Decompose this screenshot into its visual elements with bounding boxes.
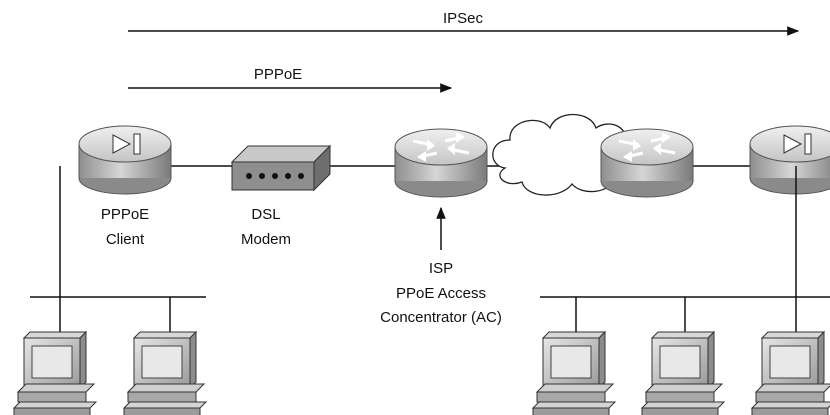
pppoe-client-device[interactable]	[78, 125, 172, 195]
dsl-modem-icon[interactable]	[230, 144, 332, 192]
vpn-concentrator-icon	[783, 133, 812, 155]
workstation-icon[interactable]	[751, 331, 830, 415]
client-label-line1: PPPoE	[101, 206, 149, 223]
router-icon	[618, 132, 676, 162]
modem-label-line2: Modem	[241, 231, 291, 248]
modem-label-line1: DSL	[251, 206, 280, 223]
client-label-line2: Client	[106, 231, 145, 248]
workstation-icon[interactable]	[13, 331, 97, 415]
pppoe-label: PPPoE	[254, 66, 302, 83]
isp-label-line1: ISP	[429, 260, 453, 277]
isp-router-device[interactable]	[394, 128, 488, 198]
isp-label-line3: Concentrator (AC)	[380, 309, 502, 326]
workstation-icon[interactable]	[532, 331, 616, 415]
remote-router-device[interactable]	[600, 128, 694, 198]
vpn-concentrator-icon	[112, 133, 141, 155]
router-icon	[412, 132, 470, 162]
workstation-icon[interactable]	[123, 331, 207, 415]
isp-label-line2: PPoE Access	[396, 285, 486, 302]
ipsec-label: IPSec	[443, 10, 484, 27]
workstation-icon[interactable]	[641, 331, 725, 415]
remote-vpn-device[interactable]	[749, 125, 830, 195]
